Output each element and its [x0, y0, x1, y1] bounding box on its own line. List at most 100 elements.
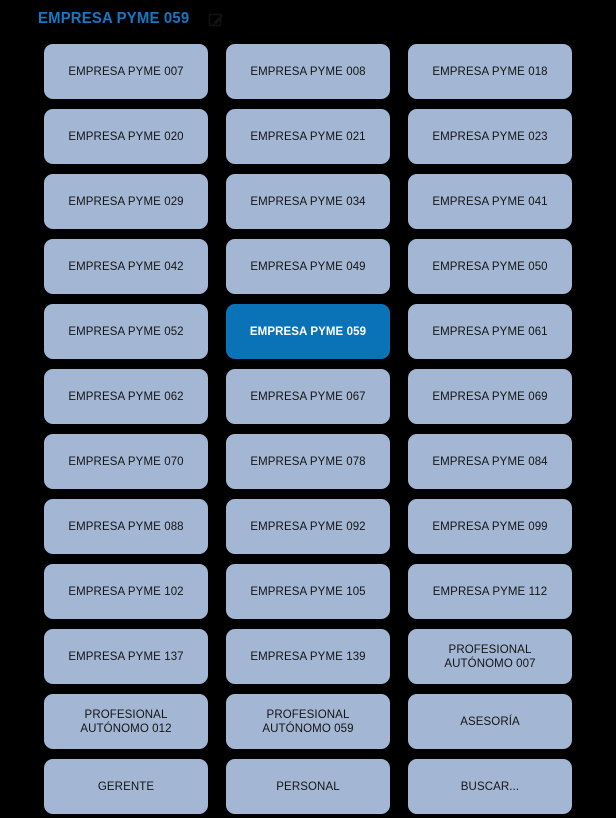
grid-item[interactable]: EMPRESA PYME 102 — [44, 564, 208, 619]
grid-item-label-line: EMPRESA PYME 042 — [68, 260, 184, 273]
grid-item-label-line: PROFESIONAL — [84, 708, 168, 721]
grid-item-label-line: EMPRESA PYME 008 — [250, 65, 366, 78]
grid-item-label-line: EMPRESA PYME 092 — [250, 520, 366, 533]
grid-item-label: EMPRESA PYME 008 — [250, 65, 365, 79]
page-title: EMPRESA PYME 059 — [38, 10, 190, 27]
grid-item-label: EMPRESA PYME 021 — [250, 130, 365, 144]
grid-item[interactable]: EMPRESA PYME 023 — [408, 109, 572, 164]
grid-item-label-line: ASESORÍA — [460, 715, 520, 728]
grid-item[interactable]: EMPRESA PYME 139 — [226, 629, 390, 684]
grid-item-label: EMPRESA PYME 067 — [250, 390, 365, 404]
grid-item-label-line: EMPRESA PYME 049 — [250, 260, 366, 273]
grid-item-label-line: AUTÓNOMO 059 — [262, 722, 354, 735]
grid-item-label: PERSONAL — [276, 780, 339, 794]
grid-item-label: EMPRESA PYME 034 — [250, 195, 365, 209]
grid-item[interactable]: EMPRESA PYME 112 — [408, 564, 572, 619]
grid-item[interactable]: EMPRESA PYME 007 — [44, 44, 208, 99]
grid-item-label-line: GERENTE — [97, 780, 155, 793]
grid-item[interactable]: EMPRESA PYME 042 — [44, 239, 208, 294]
grid-item-label-line: EMPRESA PYME 078 — [250, 455, 366, 468]
grid-item-label-line: PROFESIONAL — [266, 708, 350, 721]
grid-item[interactable]: PERSONAL — [226, 759, 390, 814]
grid-item[interactable]: EMPRESA PYME 105 — [226, 564, 390, 619]
grid-item-label: EMPRESA PYME 139 — [250, 650, 365, 664]
grid-item[interactable]: EMPRESA PYME 049 — [226, 239, 390, 294]
grid-item[interactable]: EMPRESA PYME 041 — [408, 174, 572, 229]
grid-item-label: EMPRESA PYME 092 — [250, 520, 365, 534]
grid-item-label-line: EMPRESA PYME 007 — [68, 65, 184, 78]
grid-item-label-line: EMPRESA PYME 059 — [249, 325, 367, 338]
grid-item-label: EMPRESA PYME 029 — [68, 195, 183, 209]
edit-icon[interactable] — [208, 11, 225, 28]
grid-item-label-line: AUTÓNOMO 007 — [444, 657, 536, 670]
grid-item[interactable]: EMPRESA PYME 137 — [44, 629, 208, 684]
grid-item-label: EMPRESA PYME 102 — [68, 585, 183, 599]
grid-item[interactable]: BUSCAR... — [408, 759, 572, 814]
grid-item-label-line: EMPRESA PYME 069 — [432, 390, 548, 403]
grid-item-label-line: EMPRESA PYME 034 — [250, 195, 366, 208]
grid-item-label: EMPRESA PYME 042 — [68, 260, 183, 274]
grid-item-label-line: AUTÓNOMO 012 — [80, 722, 172, 735]
grid-item[interactable]: EMPRESA PYME 020 — [44, 109, 208, 164]
grid-item-label: EMPRESA PYME 018 — [432, 65, 547, 79]
grid-item-label-line: EMPRESA PYME 099 — [432, 520, 548, 533]
grid-item-label-line: EMPRESA PYME 084 — [432, 455, 548, 468]
grid-item-label-line: EMPRESA PYME 061 — [432, 325, 548, 338]
grid-item[interactable]: EMPRESA PYME 008 — [226, 44, 390, 99]
grid-item-label: EMPRESA PYME 112 — [433, 585, 548, 599]
grid-item[interactable]: ASESORÍA — [408, 694, 572, 749]
grid-item-label-line: EMPRESA PYME 062 — [68, 390, 184, 403]
grid-item-label-line: EMPRESA PYME 023 — [432, 130, 548, 143]
grid-item[interactable]: EMPRESA PYME 069 — [408, 369, 572, 424]
grid-item-label: EMPRESA PYME 070 — [68, 455, 183, 469]
grid-item[interactable]: EMPRESA PYME 052 — [44, 304, 208, 359]
grid-item-label-line: EMPRESA PYME 088 — [68, 520, 184, 533]
grid-item[interactable]: GERENTE — [44, 759, 208, 814]
grid-item-label-line: EMPRESA PYME 050 — [432, 260, 548, 273]
grid-item-label: EMPRESA PYME 023 — [432, 130, 547, 144]
grid-item[interactable]: EMPRESA PYME 088 — [44, 499, 208, 554]
grid-item[interactable]: EMPRESA PYME 099 — [408, 499, 572, 554]
grid-item[interactable]: EMPRESA PYME 050 — [408, 239, 572, 294]
grid-item[interactable]: EMPRESA PYME 070 — [44, 434, 208, 489]
grid-item[interactable]: EMPRESA PYME 061 — [408, 304, 572, 359]
grid-item-label: EMPRESA PYME 061 — [432, 325, 547, 339]
grid-item-label: EMPRESA PYME 105 — [250, 585, 365, 599]
grid-item[interactable]: EMPRESA PYME 059 — [226, 304, 390, 359]
grid-item-label-line: PROFESIONAL — [448, 643, 532, 656]
grid-item-label-line: EMPRESA PYME 021 — [250, 130, 366, 143]
grid-item[interactable]: EMPRESA PYME 084 — [408, 434, 572, 489]
grid-item[interactable]: EMPRESA PYME 067 — [226, 369, 390, 424]
grid-item-label: EMPRESA PYME 062 — [68, 390, 183, 404]
grid-item-label: EMPRESA PYME 041 — [432, 195, 547, 209]
grid-item-label-line: EMPRESA PYME 052 — [68, 325, 184, 338]
grid-item[interactable]: EMPRESA PYME 092 — [226, 499, 390, 554]
grid-item-label: EMPRESA PYME 088 — [68, 520, 183, 534]
grid-item[interactable]: EMPRESA PYME 078 — [226, 434, 390, 489]
grid-item-label: EMPRESA PYME 050 — [432, 260, 547, 274]
grid-item-label: EMPRESA PYME 069 — [432, 390, 547, 404]
grid-item-label: EMPRESA PYME 099 — [432, 520, 547, 534]
grid-item[interactable]: EMPRESA PYME 062 — [44, 369, 208, 424]
grid-item-label-line: EMPRESA PYME 067 — [250, 390, 366, 403]
grid-item-label: EMPRESA PYME 020 — [68, 130, 183, 144]
grid-item-label: EMPRESA PYME 052 — [68, 325, 183, 339]
grid-item-label-line: EMPRESA PYME 105 — [250, 585, 366, 598]
grid-item[interactable]: EMPRESA PYME 021 — [226, 109, 390, 164]
grid-item[interactable]: EMPRESA PYME 034 — [226, 174, 390, 229]
grid-item-label-line: EMPRESA PYME 018 — [432, 65, 548, 78]
grid-item-label: ASESORÍA — [460, 715, 520, 729]
grid-item[interactable]: EMPRESA PYME 018 — [408, 44, 572, 99]
grid-item-label: EMPRESA PYME 007 — [68, 65, 183, 79]
grid-item-label: EMPRESA PYME 059 — [250, 325, 366, 339]
grid-item[interactable]: EMPRESA PYME 029 — [44, 174, 208, 229]
grid-item-label-line: EMPRESA PYME 139 — [250, 650, 366, 663]
grid-item-label-line: EMPRESA PYME 041 — [432, 195, 548, 208]
grid-item-label-line: EMPRESA PYME 070 — [68, 455, 184, 468]
